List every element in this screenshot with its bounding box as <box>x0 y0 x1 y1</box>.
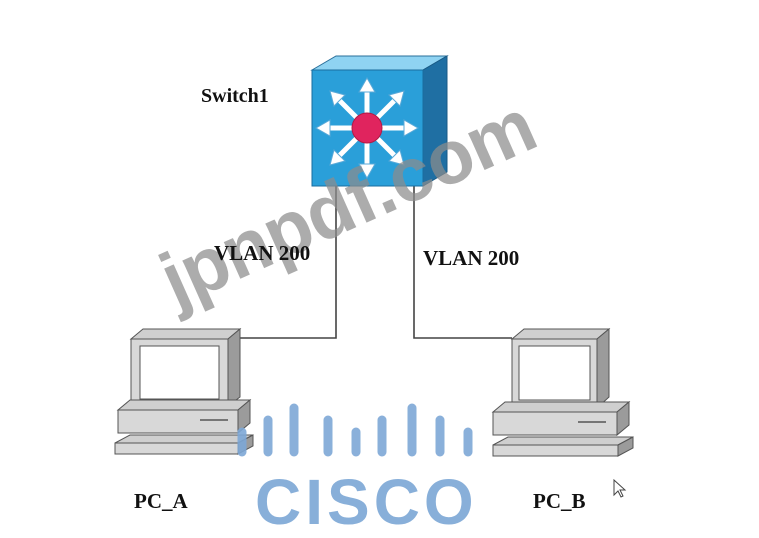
cisco-logo-icon <box>237 403 473 457</box>
host-label-pc-a: PC_A <box>134 489 188 513</box>
switch-center-dot <box>351 112 383 144</box>
link-switch-pc-b <box>413 186 512 339</box>
switch-icon <box>310 55 449 187</box>
pc-b-icon <box>491 327 634 457</box>
link-label-pc-a: VLAN 200 <box>214 241 311 265</box>
link-switch-pc-a <box>234 186 337 339</box>
mouse-cursor-icon <box>613 478 627 498</box>
switch-label: Switch1 <box>201 85 269 107</box>
pc-a-icon <box>114 327 254 455</box>
host-label-pc-b: PC_B <box>533 489 586 513</box>
link-label-pc-b: VLAN 200 <box>423 246 520 270</box>
brand-wordmark: CISCO <box>255 466 478 538</box>
